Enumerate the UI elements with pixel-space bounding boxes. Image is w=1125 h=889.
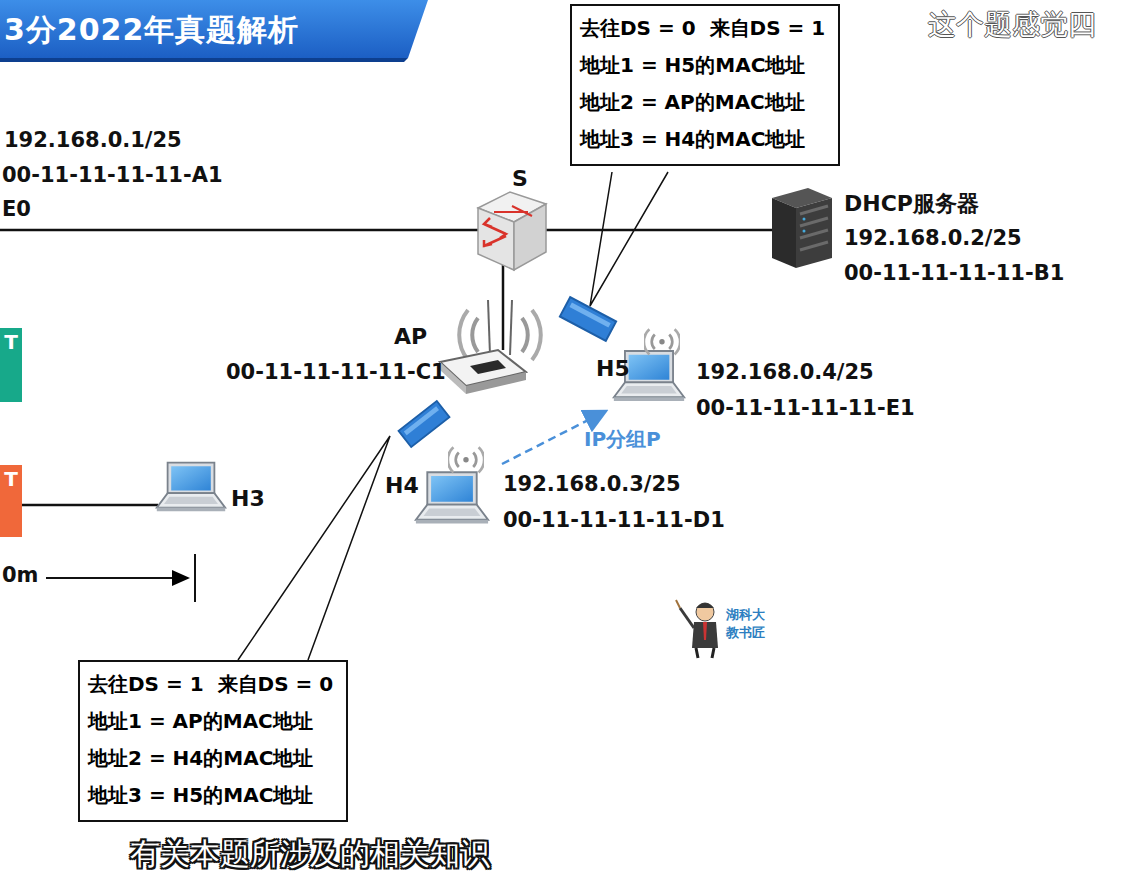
watermark-text: 这个题感觉四 <box>928 6 1096 44</box>
device-name: H5 <box>596 356 630 381</box>
interface-name: E0 <box>2 197 31 221</box>
wifi-h5 <box>644 329 680 354</box>
distance-label: 0m <box>2 563 39 587</box>
mac-address: 00-11-11-11-11-A1 <box>2 163 223 187</box>
ip-address: 192.168.0.3/25 <box>503 472 681 496</box>
slide-title: 3分2022年真题解析 <box>4 10 299 51</box>
callout-line: 地址2 = AP的MAC地址 <box>580 84 828 121</box>
device-name: DHCP服务器 <box>844 189 979 219</box>
callout-line: 去往DS = 1 来自DS = 0 <box>88 666 336 703</box>
callout-leader <box>590 172 668 306</box>
device-name: H3 <box>231 486 265 511</box>
logo-text: 湖科大 <box>726 606 765 624</box>
callout-box: 去往DS = 0 来自DS = 1地址1 = H5的MAC地址地址2 = AP的… <box>570 4 840 166</box>
cut-off-box: T <box>0 465 22 537</box>
callout-line: 去往DS = 0 来自DS = 1 <box>580 10 828 47</box>
callout-line: 地址1 = H5的MAC地址 <box>580 47 828 84</box>
dimension-arrow <box>46 577 188 579</box>
title-banner <box>0 0 428 58</box>
teacher-figure <box>676 600 718 658</box>
banner-shadow <box>0 58 408 62</box>
mac-address: 00-11-11-11-11-D1 <box>503 508 725 532</box>
logo-text: 教书匠 <box>726 624 765 642</box>
device-name: S <box>512 166 528 191</box>
mac-address: 00-11-11-11-11-B1 <box>844 261 1064 285</box>
wifi-h4 <box>448 447 484 472</box>
callout-line: 地址2 = H4的MAC地址 <box>88 740 336 777</box>
switch-icon <box>478 192 546 270</box>
laptop-h4 <box>416 472 488 523</box>
switch-ap-link <box>502 262 505 350</box>
callout-line: 地址3 = H4的MAC地址 <box>580 121 828 158</box>
box-letter: T <box>0 467 22 491</box>
callout-line: 地址3 = H5的MAC地址 <box>88 777 336 814</box>
callout-leader <box>238 436 390 660</box>
ethernet-bus <box>0 229 775 232</box>
device-name: AP <box>394 324 427 349</box>
frame-icon <box>560 297 616 341</box>
laptop-h3 <box>157 463 225 512</box>
access-point-icon <box>440 300 541 394</box>
callout-line: 地址1 = AP的MAC地址 <box>88 703 336 740</box>
device-name: H4 <box>385 473 419 498</box>
dimension-tick <box>194 554 196 602</box>
h3-link <box>22 504 158 507</box>
mac-address: 00-11-11-11-11-E1 <box>696 396 915 420</box>
mac-address: 00-11-11-11-11-C1 <box>226 360 446 384</box>
box-letter: T <box>0 330 22 354</box>
ip-address: 192.168.0.2/25 <box>844 226 1022 250</box>
packet-label: IP分组P <box>584 426 661 453</box>
frame-icon <box>399 401 450 447</box>
cut-off-box: T <box>0 328 22 402</box>
subtitle-caption: 有关本题所涉及的相关知识 <box>130 834 490 875</box>
callout-box: 去往DS = 1 来自DS = 0地址1 = AP的MAC地址地址2 = H4的… <box>78 660 348 822</box>
ip-address: 192.168.0.1/25 <box>4 128 182 152</box>
ip-address: 192.168.0.4/25 <box>696 360 874 384</box>
server-icon <box>772 188 832 268</box>
